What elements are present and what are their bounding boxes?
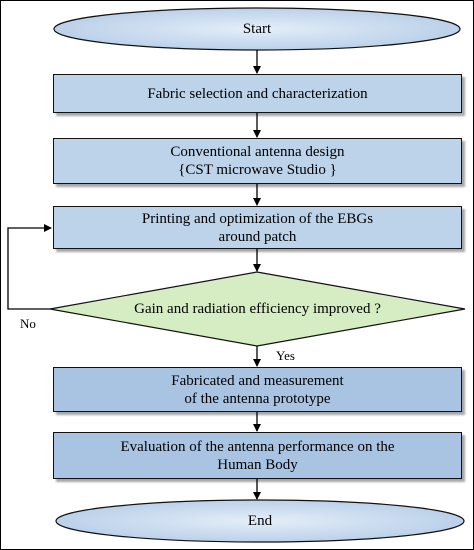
step-fabrication-line2: of the antenna prototype [184, 390, 331, 407]
decision-label: Gain and radiation efficiency improved ? [134, 301, 381, 317]
step-conventional-design: Conventional antenna design {CST microwa… [53, 138, 462, 184]
step-fabrication-line1: Fabricated and measurement [171, 372, 344, 389]
start-label: Start [242, 20, 272, 37]
arrow-no-loop [7, 224, 52, 310]
no-label: No [20, 316, 36, 331]
step-fabrication: Fabricated and measurement of the antenn… [53, 367, 462, 412]
step-fabric-selection-text: Fabric selection and characterization [147, 85, 368, 102]
end-terminal [55, 499, 465, 543]
step-ebg-printing-line2: around patch [218, 228, 297, 245]
step-evaluation-line1: Evaluation of the antenna performance on… [120, 438, 395, 455]
step-evaluation: Evaluation of the antenna performance on… [53, 432, 462, 479]
end-label: End [247, 512, 273, 529]
step-ebg-printing: Printing and optimization of the EBGs ar… [53, 206, 462, 249]
step-ebg-printing-line1: Printing and optimization of the EBGs [141, 210, 374, 227]
yes-label: Yes [276, 348, 295, 363]
step-fabric-selection: Fabric selection and characterization [53, 74, 462, 113]
step-evaluation-line2: Human Body [217, 456, 298, 473]
step-conventional-design-line2: {CST microwave Studio } [178, 162, 337, 178]
step-conventional-design-line1: Conventional antenna design [170, 144, 345, 160]
